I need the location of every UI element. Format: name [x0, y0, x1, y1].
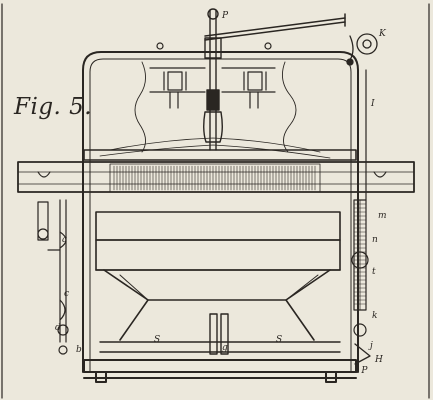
label-j: j — [370, 341, 373, 351]
overhead-rail — [204, 13, 346, 41]
label-t: t — [372, 267, 376, 277]
cloth-panel — [95, 211, 341, 271]
label-k: k — [372, 311, 378, 321]
label-I: I — [371, 99, 375, 109]
right-gear-teeth — [353, 203, 367, 305]
label-m: m — [378, 211, 387, 221]
left-spool-assembly — [149, 42, 206, 109]
warp-threads — [99, 61, 331, 159]
label-H: H — [375, 355, 383, 365]
treadles — [99, 313, 341, 355]
label-g: g — [222, 343, 228, 353]
pulley-wheel — [346, 33, 378, 66]
right-spool-assembly — [221, 42, 276, 109]
label-s-right: S — [276, 335, 283, 345]
plate-border — [1, 3, 430, 399]
label-a: a — [62, 235, 68, 245]
lower-trestle — [103, 269, 331, 341]
right-side-gearing — [351, 69, 371, 365]
reed-teeth — [113, 165, 316, 191]
figure-title: Fig. 5. — [14, 94, 93, 120]
label-d: d — [55, 323, 61, 333]
central-rod — [203, 8, 223, 151]
base-rails — [83, 359, 357, 383]
label-n: n — [372, 235, 378, 245]
left-side-mechanism — [37, 199, 69, 355]
label-Ip: I P — [355, 366, 368, 376]
reed-comb — [109, 163, 321, 193]
label-b: b — [76, 345, 82, 355]
label-s-left: S — [154, 335, 161, 345]
label-P: P — [222, 11, 229, 21]
work-bar — [83, 149, 357, 161]
label-K: K — [379, 29, 386, 39]
label-c: c — [64, 289, 70, 299]
